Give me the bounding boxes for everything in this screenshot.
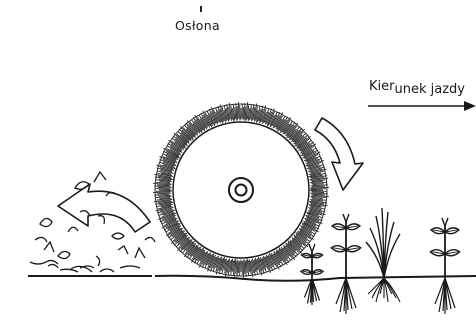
crop-plants bbox=[301, 208, 460, 314]
brush-inner-ring bbox=[173, 122, 309, 258]
plant-2-bud bbox=[343, 214, 349, 222]
direction-label-part2: unek jazdy bbox=[394, 82, 464, 97]
plant-3-bud bbox=[442, 218, 448, 226]
direction-label-part1: Kier bbox=[369, 79, 394, 94]
grass-weed-roots bbox=[368, 278, 400, 302]
direction-label: Kierunek jazdy bbox=[369, 80, 465, 93]
ground-line-right bbox=[155, 276, 476, 281]
travel-direction-arrow bbox=[368, 101, 476, 111]
thrown-weeds-arrow bbox=[58, 184, 150, 232]
plant-1-bud bbox=[309, 244, 315, 252]
cover-pointer-tick bbox=[200, 6, 202, 12]
grass-weed-blades bbox=[366, 208, 400, 278]
cover-label: Osłona bbox=[175, 20, 220, 33]
plant-2-roots bbox=[336, 278, 356, 314]
plant-1-roots bbox=[305, 278, 320, 305]
plant-3-roots bbox=[435, 278, 455, 314]
